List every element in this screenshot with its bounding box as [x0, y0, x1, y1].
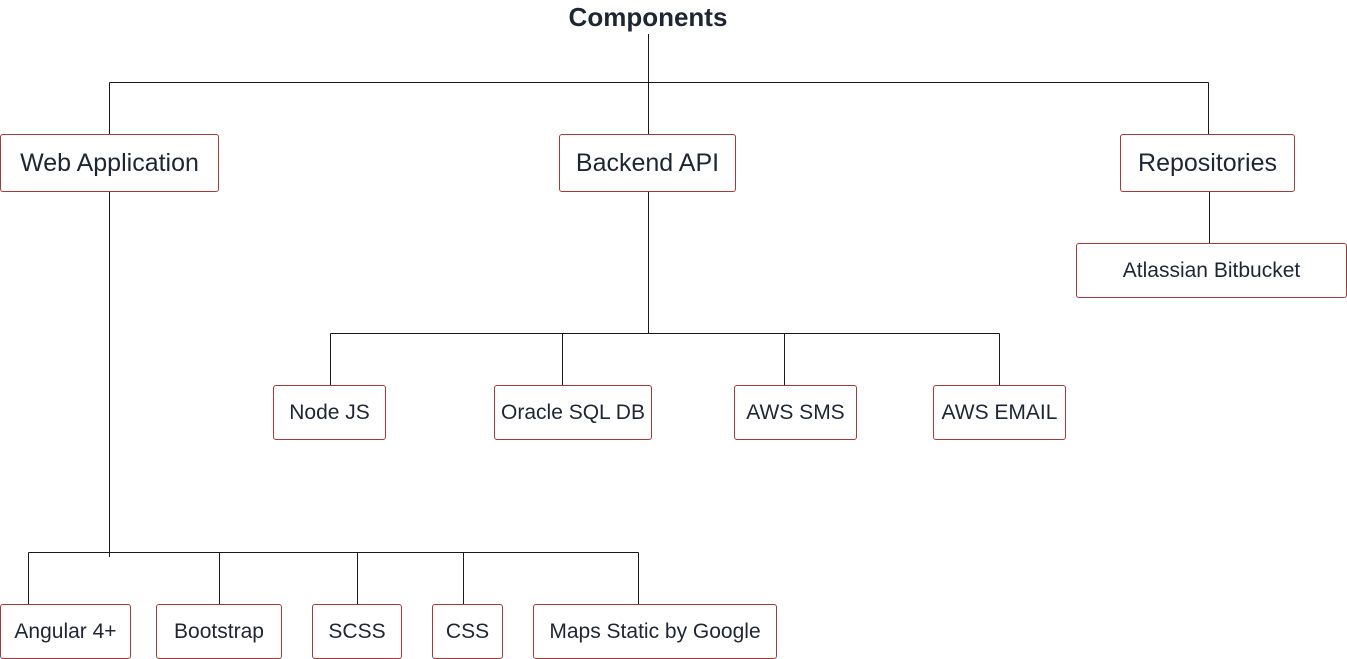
node-angular: Angular 4+	[0, 604, 131, 659]
node-bootstrap: Bootstrap	[156, 604, 282, 659]
node-css: CSS	[432, 604, 503, 659]
node-web-application: Web Application	[0, 134, 219, 192]
node-repositories: Repositories	[1120, 134, 1295, 192]
node-scss: SCSS	[312, 604, 402, 659]
node-node-js: Node JS	[273, 385, 386, 440]
node-maps-static-by-google: Maps Static by Google	[533, 604, 777, 659]
node-aws-sms: AWS SMS	[734, 385, 857, 440]
node-backend-api: Backend API	[559, 134, 736, 192]
node-aws-email: AWS EMAIL	[933, 385, 1066, 440]
node-oracle-sql-db: Oracle SQL DB	[494, 385, 652, 440]
diagram-title: Components	[568, 2, 728, 32]
node-atlassian-bitbucket: Atlassian Bitbucket	[1076, 243, 1347, 298]
